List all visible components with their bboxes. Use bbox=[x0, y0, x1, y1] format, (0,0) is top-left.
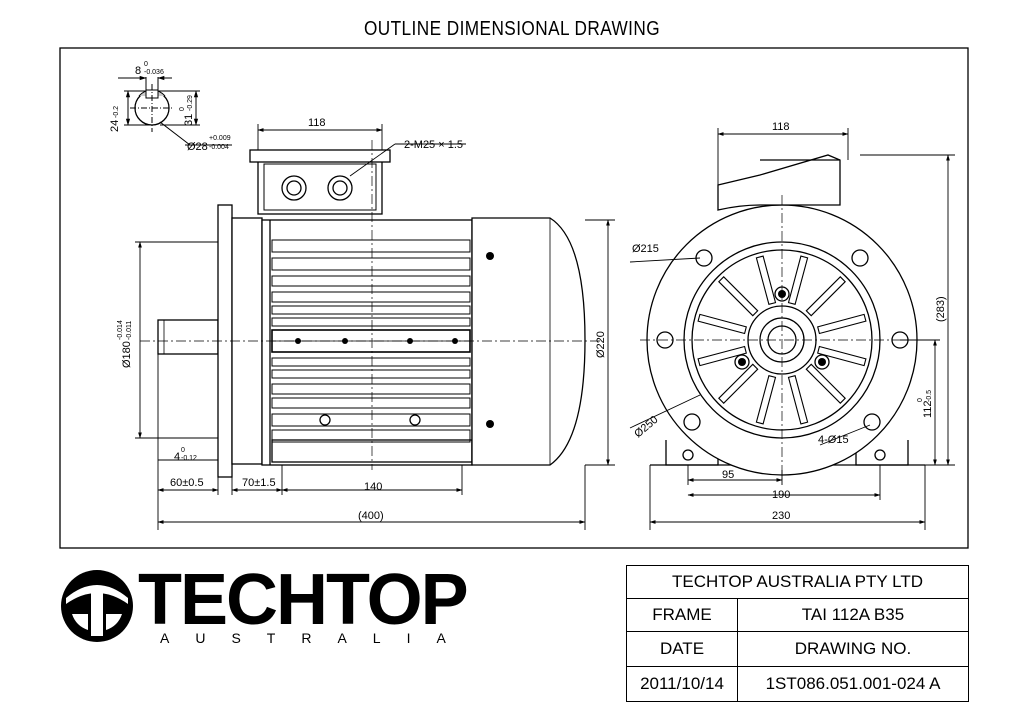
drawing-title: OUTLINE DIMENSIONAL DRAWING bbox=[363, 18, 661, 40]
fan-rib bbox=[805, 276, 846, 317]
flange-spigot-label: Ø180 bbox=[121, 341, 133, 368]
logo-wordmark: TECHTOP bbox=[138, 560, 469, 640]
fan-rib bbox=[697, 345, 747, 367]
flange-to-foot-label: 70±1.5 bbox=[242, 477, 276, 489]
key-depth-label: 24 bbox=[109, 120, 121, 132]
fan-rib bbox=[805, 363, 846, 404]
frame-label: FRAME bbox=[626, 597, 738, 632]
fan-rib bbox=[817, 313, 867, 335]
shaft-diameter-label: Ø28 bbox=[187, 141, 208, 153]
key-width-tol-lower: -0.036 bbox=[144, 69, 164, 76]
spigot-depth-tol: -0.12 bbox=[181, 455, 197, 462]
front-view-dimensions bbox=[629, 128, 955, 530]
shaft-diameter-tol-upper: +0.009 bbox=[209, 135, 231, 142]
company-name: TECHTOP AUSTRALIA PTY LTD bbox=[626, 565, 969, 599]
pcd-large-label: Ø250 bbox=[632, 414, 660, 440]
shaft-section-detail bbox=[118, 75, 232, 146]
shaft-key-height-tol-upper: 0 bbox=[179, 107, 186, 111]
date-label: DATE bbox=[626, 630, 738, 667]
side-view bbox=[140, 140, 600, 478]
key-width-label: 8 bbox=[135, 65, 141, 77]
side-view-dimensions bbox=[135, 124, 615, 530]
foot-holes-label: 4-Ø15 bbox=[818, 434, 849, 446]
pcd-small-label: Ø215 bbox=[632, 243, 659, 255]
techtop-logo-mark bbox=[61, 570, 133, 642]
drawing-border bbox=[59, 47, 969, 549]
fan-rib bbox=[817, 345, 867, 367]
terminal-box-width-front-label: 118 bbox=[772, 121, 790, 133]
fan-rib bbox=[755, 375, 777, 425]
fan-rib bbox=[718, 363, 759, 404]
shaft-key-height-tol-lower: -0.29 bbox=[187, 95, 194, 111]
shaft-diameter-tol-lower: -0.004 bbox=[209, 144, 229, 151]
cable-gland-label: 2-M25 × 1.5 bbox=[404, 139, 463, 151]
terminal-box-width-side-label: 118 bbox=[308, 117, 326, 129]
fan-rib bbox=[755, 255, 777, 305]
logo-subtitle: AUSTRALIA bbox=[160, 630, 472, 646]
fan-rib bbox=[697, 313, 747, 335]
fan-rib bbox=[787, 255, 809, 305]
drawing-no-value: 1ST086.051.001-024 A bbox=[737, 665, 969, 703]
spigot-depth-tol-upper: 0 bbox=[181, 447, 185, 454]
dimension-labels: 8 0 -0.036 24 -0.2 31 0 -0.29 Ø28 +0.009… bbox=[109, 61, 947, 522]
fan-rib bbox=[787, 375, 809, 425]
drawing-no-label: DRAWING NO. bbox=[737, 630, 969, 667]
shaft-length-label: 60±0.5 bbox=[170, 477, 204, 489]
foot-hole-spacing-axial-label: 140 bbox=[364, 481, 382, 493]
overall-length-label: (400) bbox=[358, 510, 384, 522]
shaft-height-label: 112 bbox=[922, 400, 934, 418]
shaft-key-height-label: 31 bbox=[183, 114, 195, 126]
key-width-tol-upper: 0 bbox=[144, 61, 148, 68]
title-block: TECHTOP AUSTRALIA PTY LTD FRAME TAI 112A… bbox=[626, 565, 969, 703]
shaft-height-tol-upper: 0 bbox=[917, 398, 924, 402]
spigot-depth-label: 4 bbox=[174, 451, 180, 463]
shaft-height-tol-lower: -0.5 bbox=[926, 390, 933, 402]
body-diameter-label: Ø220 bbox=[595, 331, 607, 358]
frame-value: TAI 112A B35 bbox=[737, 597, 969, 632]
front-view bbox=[640, 154, 930, 480]
key-depth-tol: -0.2 bbox=[113, 106, 120, 118]
flange-spigot-tol-upper: -0.014 bbox=[117, 320, 124, 340]
foot-hole-spacing-label: 190 bbox=[772, 489, 790, 501]
overall-height-label: (283) bbox=[935, 296, 947, 322]
fan-ribs bbox=[697, 255, 867, 425]
foot-width-label: 230 bbox=[772, 510, 790, 522]
flange-spigot-tol-lower: -0.011 bbox=[126, 321, 133, 340]
date-value: 2011/10/14 bbox=[626, 665, 738, 703]
half-foot-spacing-label: 95 bbox=[722, 469, 734, 481]
fan-rib bbox=[718, 276, 759, 317]
